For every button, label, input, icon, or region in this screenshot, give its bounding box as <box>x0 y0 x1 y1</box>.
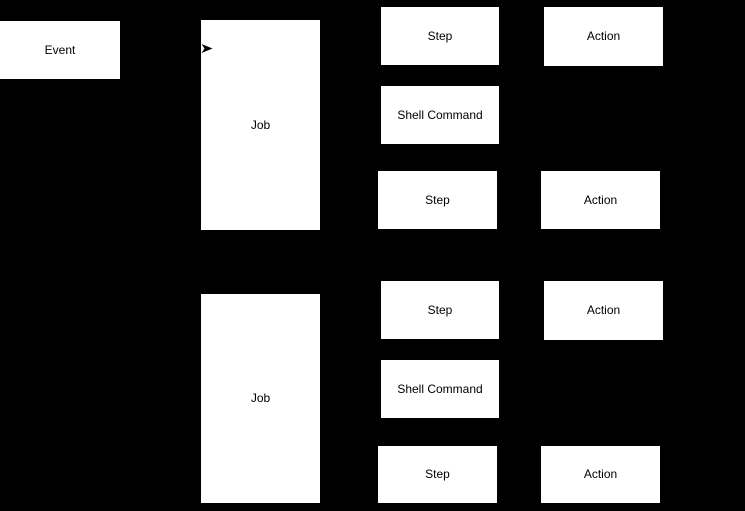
node-label: Action <box>586 29 621 44</box>
node-step-3[interactable]: Step <box>381 281 499 339</box>
node-action-3[interactable]: Action <box>544 281 663 340</box>
node-job-2[interactable]: Job <box>201 294 320 503</box>
node-label: Job <box>250 391 271 406</box>
node-action-2[interactable]: Action <box>541 171 660 229</box>
node-label: Step <box>427 302 453 317</box>
node-label: Action <box>583 192 618 207</box>
node-label: Event <box>44 42 76 57</box>
node-label: Job <box>250 117 271 132</box>
node-label: Step <box>427 28 453 43</box>
node-label: Step <box>425 467 450 482</box>
node-label: Action <box>583 467 618 482</box>
node-shell-command-2[interactable]: Shell Command <box>381 360 499 418</box>
node-label: Shell Command <box>397 107 483 122</box>
node-action-4[interactable]: Action <box>541 446 660 503</box>
node-label: Shell Command <box>397 381 483 396</box>
node-event[interactable]: Event <box>0 21 120 79</box>
node-label: Step <box>425 192 450 207</box>
node-step-4[interactable]: Step <box>378 446 497 503</box>
node-label: Action <box>586 303 621 318</box>
node-job-1[interactable]: Job <box>201 20 320 230</box>
node-step-1[interactable]: Step <box>381 7 499 65</box>
node-action-1[interactable]: Action <box>544 7 663 66</box>
node-shell-command-1[interactable]: Shell Command <box>381 86 499 144</box>
node-step-2[interactable]: Step <box>378 171 497 229</box>
